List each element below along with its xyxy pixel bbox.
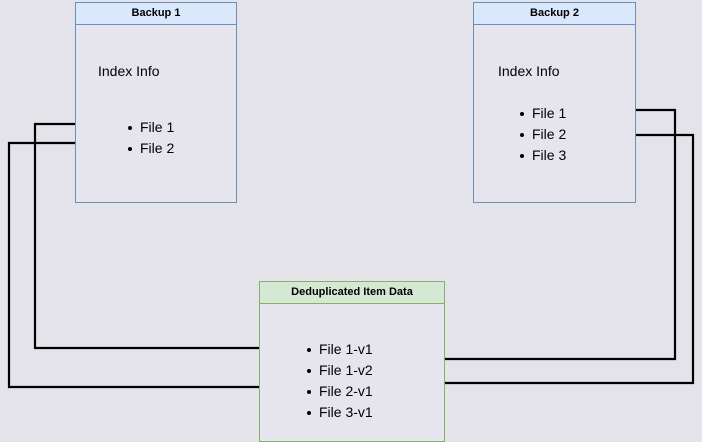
node-backup-2[interactable]: Backup 2 Index Info File 1 File 2 File 3 [473,2,636,203]
node-backup-2-file-list: File 1 File 2 File 3 [518,103,566,166]
list-item: File 3-v1 [305,402,373,423]
list-item: File 1-v1 [305,339,373,360]
node-deduplicated-item-data-body: File 1-v1 File 1-v2 File 2-v1 File 3-v1 [260,304,444,441]
list-item: File 1 [518,103,566,124]
list-item: File 2 [126,138,174,159]
node-backup-2-caption: Index Info [498,63,560,79]
node-backup-1[interactable]: Backup 1 Index Info File 1 File 2 [75,2,237,203]
node-deduplicated-item-data-title: Deduplicated Item Data [260,282,444,304]
node-backup-1-file-list: File 1 File 2 [126,117,174,159]
node-backup-1-body: Index Info File 1 File 2 [76,25,236,202]
node-backup-2-body: Index Info File 1 File 2 File 3 [474,25,635,202]
node-deduplicated-file-list: File 1-v1 File 1-v2 File 2-v1 File 3-v1 [305,339,373,423]
node-backup-2-title: Backup 2 [474,3,635,25]
list-item: File 2 [518,124,566,145]
list-item: File 2-v1 [305,381,373,402]
node-backup-1-caption: Index Info [98,63,160,79]
list-item: File 1-v2 [305,360,373,381]
list-item: File 1 [126,117,174,138]
node-backup-1-title: Backup 1 [76,3,236,25]
node-deduplicated-item-data[interactable]: Deduplicated Item Data File 1-v1 File 1-… [259,281,445,442]
list-item: File 3 [518,145,566,166]
